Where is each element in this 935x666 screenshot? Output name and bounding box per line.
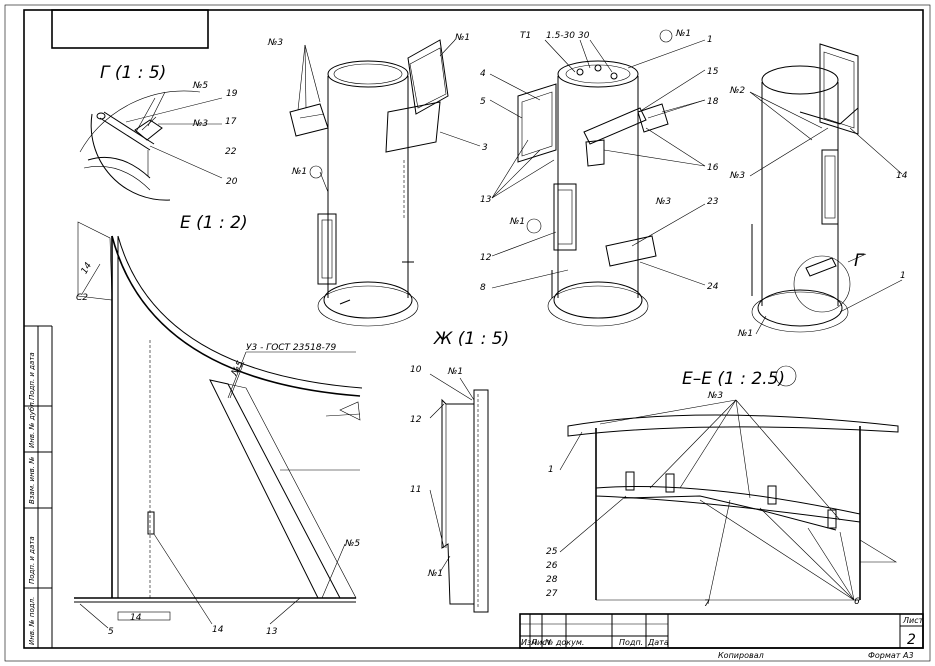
leader-a-3: 3 [482,143,488,153]
leader-g-20: 20 [226,177,238,187]
leader-ee-25: 25 [546,547,558,557]
leader-b-8: 8 [480,283,486,293]
leader-g-no3: №3 [192,119,208,129]
leader-b-16: 16 [707,163,719,173]
leader-b-weld: 1.5-30 [546,31,575,41]
leader-g-17: 17 [225,117,237,127]
leader-ee-1: 1 [548,465,554,475]
leader-b-24: 24 [707,282,719,292]
title-block: Изм Лист № докум. Подп. Дата Лист 2 Копи… [519,613,924,660]
view-g-marker: Г [854,251,865,271]
leader-ee-6: 6 [854,597,860,607]
leader-ee-7: 7 [704,599,710,609]
leader-e-14a: 14 [80,261,95,276]
leader-g-22: 22 [225,147,237,157]
leader-b-23: 23 [707,197,719,207]
leader-g-19: 19 [226,89,238,99]
side-label-3: Взам. инв. № [28,456,36,504]
leader-b-18: 18 [707,97,719,107]
top-left-stamp [51,9,209,49]
leader-zh-no1b: №1 [427,569,443,579]
leader-b-5: 5 [480,97,486,107]
title-col-sign: Подп. [619,638,643,647]
leader-zh-no1: №1 [447,367,463,377]
leader-e-5: 5 [108,627,114,637]
title-col-list: Лист [530,638,552,647]
copied-label: Копировал [718,651,764,660]
side-strip: Подп. и дата Инв. № дубл. Взам. инв. № П… [24,325,53,648]
leader-b-no1b: №1 [509,217,525,227]
sheet-number: 2 [907,632,916,648]
drawing-frame [23,9,924,649]
leader-e-no5b: №5 [344,539,360,549]
leader-ee-28: 28 [546,575,558,585]
title-col-izm: Изм [521,638,537,647]
view-ee: Е–Е (1 : 2.5) №3 1 25 26 28 27 7 6 [546,365,899,609]
leader-c-14: 14 [896,171,908,181]
leader-b-13: 13 [480,195,492,205]
leader-ee-no3: №3 [707,391,723,401]
leader-zh-10: 10 [410,365,422,375]
iso-view-c: №2 №3 14 1 №1 Г [729,43,908,339]
outer-border [4,4,931,662]
leader-g-no5: №5 [192,81,208,91]
leader-a-no1b: №1 [291,167,307,177]
leader-c-no2: №2 [729,86,745,96]
leader-ee-27: 27 [546,589,558,599]
leader-b-30: 30 [578,31,590,41]
iso-view-a: №3 №1 №1 3 [267,33,488,327]
format-label: Формат А3 [868,651,914,660]
view-e: Е (1 : 2) 14 C2 У3 - ГОСТ 23518-79 №5 №5… [74,213,363,637]
leader-e-c2: C2 [76,293,88,303]
view-g: Г (1 : 5) №5 19 №3 17 22 20 [79,63,238,201]
view-g-title: Г (1 : 5) [100,63,166,83]
leader-b-12: 12 [480,253,492,263]
leader-e-weld: У3 - ГОСТ 23518-79 [246,343,337,353]
side-label-1: Подп. и дата [28,352,36,400]
leader-zh-12: 12 [410,415,422,425]
view-ee-title: Е–Е (1 : 2.5) [682,369,785,389]
title-col-date: Дата [647,638,669,647]
sheet-label: Лист [902,616,924,625]
title-col-doc: № докум. [544,638,584,647]
side-label-2: Инв. № дубл. [28,400,36,448]
leader-zh-11: 11 [410,485,421,495]
side-label-5: Инв. № подл. [28,597,36,645]
leader-ee-26: 26 [546,561,558,571]
view-zh-title: Ж (1 : 5) [433,329,509,349]
leader-b-1: 1 [707,35,713,45]
leader-e-14c: 14 [212,625,224,635]
view-zh: Ж (1 : 5) 10 №1 12 11 №1 [410,329,509,613]
leader-c-1: 1 [900,271,906,281]
leader-b-4: 4 [480,69,486,79]
leader-b-no1: №1 [675,29,691,39]
leader-e-14b: 14 [130,613,142,623]
side-label-4: Подп. и дата [28,536,36,584]
leader-c-no3: №3 [729,171,745,181]
leader-a-no1: №1 [454,33,470,43]
leader-c-no1: №1 [737,329,753,339]
view-e-title: Е (1 : 2) [180,213,248,233]
leader-b-t1: T1 [520,31,531,41]
leader-b-15: 15 [707,67,719,77]
leader-e-13: 13 [266,627,278,637]
leader-a-no3: №3 [267,38,283,48]
leader-b-no3: №3 [655,197,671,207]
iso-view-b: T1 1.5-30 30 №1 1 4 5 15 18 16 13 №1 12 … [480,29,719,327]
